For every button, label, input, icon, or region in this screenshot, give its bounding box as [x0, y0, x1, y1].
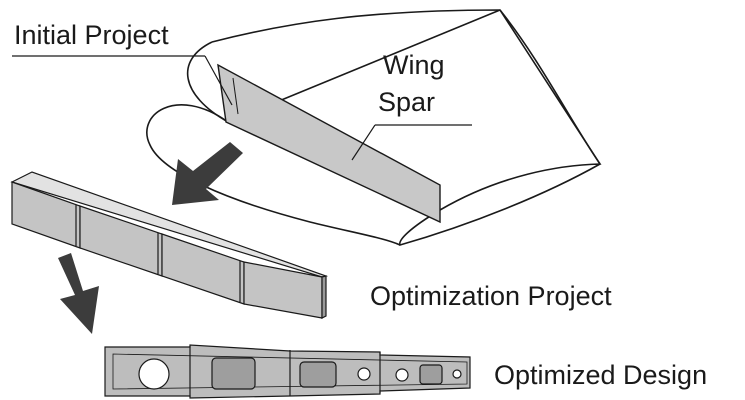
cutout-circle-small-1 [357, 367, 371, 381]
spar-beam [10, 171, 329, 319]
plate-cutouts [138, 357, 462, 390]
leader-lines [12, 55, 472, 161]
down-arrow-icon [58, 253, 99, 334]
down-left-arrow-icon [172, 142, 243, 205]
optimization-project-label: Optimization Project [370, 281, 612, 311]
wing-label: Wing [383, 50, 445, 80]
initial-project-label: Initial Project [14, 20, 169, 50]
cutout-rect-3 [419, 364, 443, 385]
cutout-rect-1 [211, 357, 256, 390]
cutout-circle-small-2 [395, 368, 409, 382]
optimized-plate [104, 344, 471, 399]
cutout-circle-large [138, 358, 170, 390]
optimized-design-label: Optimized Design [494, 360, 707, 390]
cutout-rect-2 [299, 361, 337, 388]
spar-label: Spar [378, 87, 435, 117]
cutout-circle-small-3 [452, 369, 462, 379]
wing-spar [217, 63, 441, 224]
